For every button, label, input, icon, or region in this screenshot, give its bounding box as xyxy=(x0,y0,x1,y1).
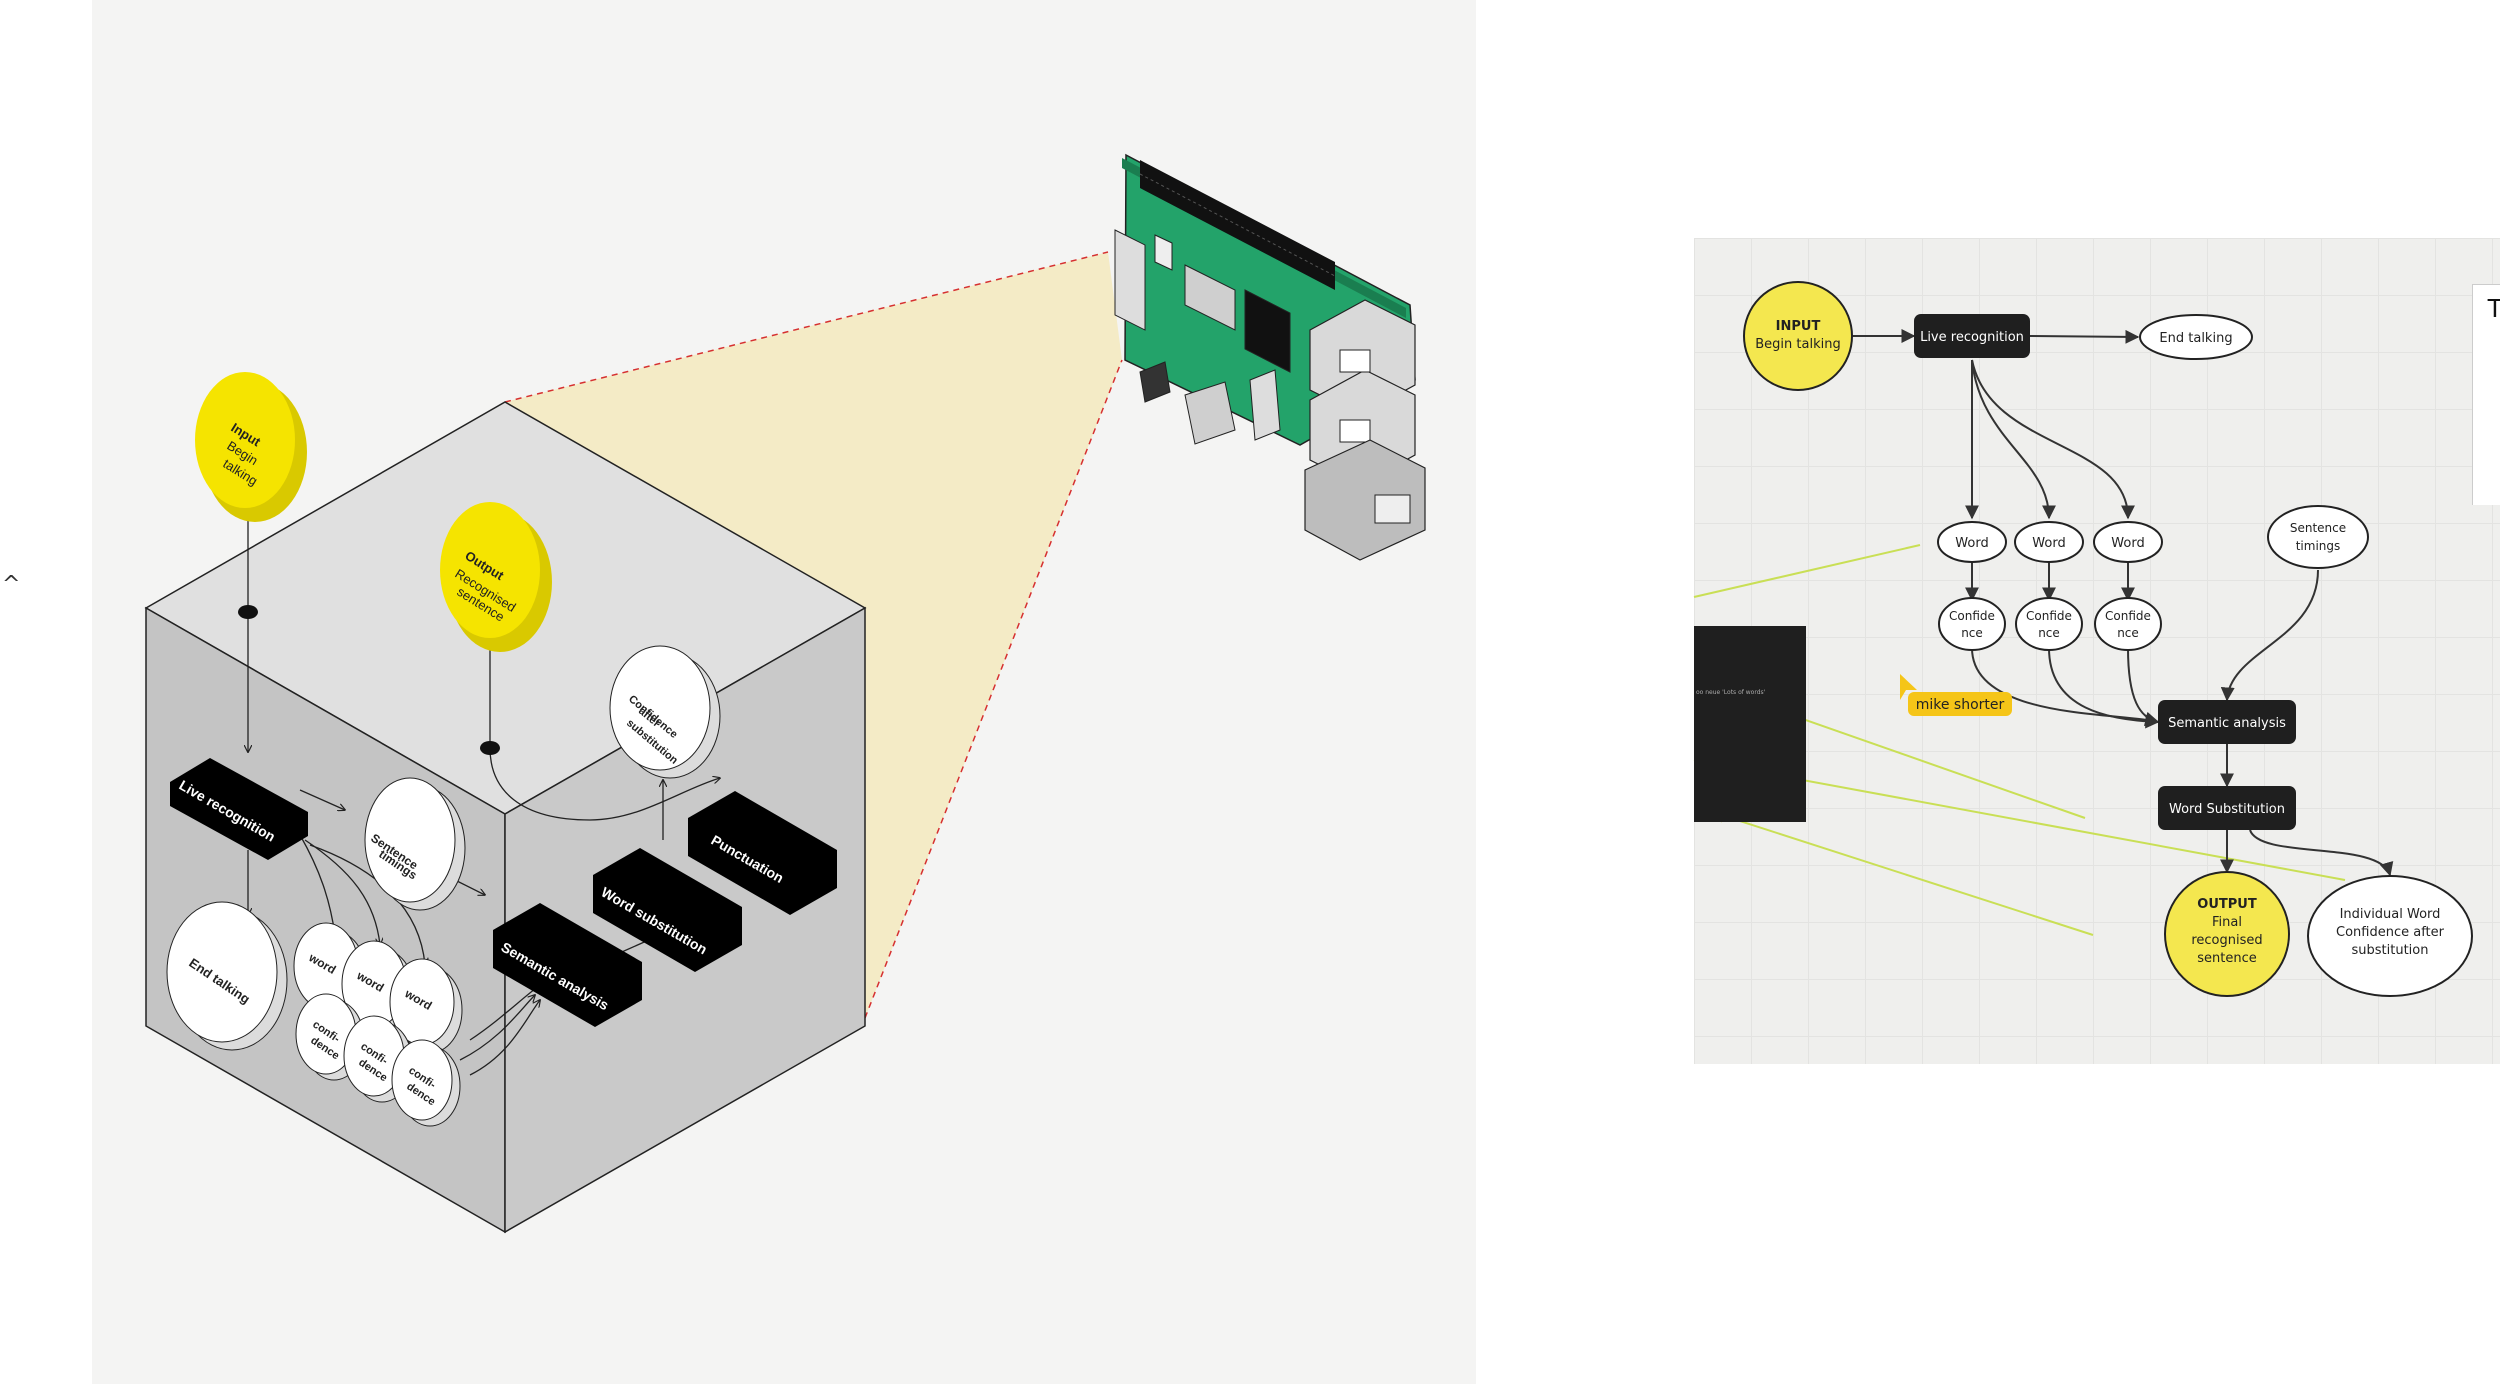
fc-confidence-1[interactable]: Confide nce xyxy=(1938,597,2006,651)
fc-sentence-timings-a: Sentence xyxy=(2290,521,2346,535)
iso-confidence-1[interactable]: confi- dence xyxy=(295,993,365,1081)
ethernet-port-icon xyxy=(1304,439,1426,561)
collaborator-cursor: mike shorter xyxy=(1900,674,2012,716)
flowchart-frame[interactable] xyxy=(1694,238,2500,1064)
iso-sentence-timings[interactable]: Sentence timings xyxy=(364,777,466,911)
cursor-user-label: mike shorter xyxy=(1916,697,2005,713)
fc-end-talking-label: End talking xyxy=(2159,331,2232,346)
fc-sentence-timings[interactable]: Sentence timings xyxy=(2267,505,2369,569)
raspberry-pi-illustration xyxy=(1114,153,1426,561)
fc-sentence-timings-b: timings xyxy=(2296,539,2341,553)
fc-live-recognition-label: Live recognition xyxy=(1920,330,2024,345)
offscreen-card-letter: T xyxy=(2487,293,2500,323)
usb-ports-icon xyxy=(1309,299,1416,486)
fc-word-1[interactable]: Word xyxy=(1937,521,2007,563)
fc-end-talking[interactable]: End talking xyxy=(2139,314,2253,360)
fc-semantic-analysis-label: Semantic analysis xyxy=(2168,716,2286,731)
fc-word-3[interactable]: Word xyxy=(2093,521,2163,563)
fc-output-sub3: sentence xyxy=(2197,951,2257,966)
dark-card-text: oo neue 'Lots of words' xyxy=(1696,689,1766,696)
fc-individual-b: Confidence after xyxy=(2336,925,2445,940)
iso-end-talking[interactable]: End talking xyxy=(166,901,288,1051)
input-anchor-dot xyxy=(238,605,258,619)
fc-confidence-1-a: Confide xyxy=(1949,609,1995,623)
fc-confidence-3-a: Confide xyxy=(2105,609,2151,623)
fc-live-recognition[interactable]: Live recognition xyxy=(1914,314,2030,358)
fc-word-2-label: Word xyxy=(2032,536,2065,551)
fc-confidence-2[interactable]: Confide nce xyxy=(2015,597,2083,651)
iso-input-node[interactable]: Input Begin talking xyxy=(195,372,307,522)
collapse-caret-icon[interactable]: ^ xyxy=(2,572,21,597)
fc-individual-confidence[interactable]: Individual Word Confidence after substit… xyxy=(2307,875,2473,997)
fc-word-substitution[interactable]: Word Substitution xyxy=(2158,786,2296,830)
iso-word-3[interactable]: word xyxy=(389,958,463,1054)
output-anchor-dot xyxy=(480,741,500,755)
fc-individual-c: substitution xyxy=(2352,943,2429,958)
fc-confidence-2-b: nce xyxy=(2038,626,2060,640)
fc-confidence-1-b: nce xyxy=(1961,626,1983,640)
iso-confidence-3[interactable]: confi- dence xyxy=(391,1039,461,1127)
fc-word-2[interactable]: Word xyxy=(2014,521,2084,563)
fc-confidence-3-b: nce xyxy=(2117,626,2139,640)
cursor-arrow-icon xyxy=(1900,674,1917,700)
fc-confidence-2-a: Confide xyxy=(2026,609,2072,623)
fc-input-title: INPUT xyxy=(1776,319,1821,334)
iso-live-recognition[interactable]: Live recognition xyxy=(170,758,308,860)
fc-word-1-label: Word xyxy=(1955,536,1988,551)
fc-word-substitution-label: Word Substitution xyxy=(2169,802,2285,817)
fc-output-node[interactable]: OUTPUT Final recognised sentence xyxy=(2164,871,2290,997)
fc-word-3-label: Word xyxy=(2111,536,2144,551)
fc-input-node[interactable]: INPUT Begin talking xyxy=(1743,281,1853,391)
fc-output-title: OUTPUT xyxy=(2197,897,2257,912)
iso-output-node[interactable]: Output Recognised sentence xyxy=(440,502,552,652)
gpio-header-icon xyxy=(1139,160,1336,290)
fc-input-sub: Begin talking xyxy=(1755,337,1840,352)
annotation-line-1 xyxy=(1693,544,1921,598)
fc-output-sub1: Final xyxy=(2212,915,2242,930)
flowchart: oo neue 'Lots of words' INPUT Begin talk… xyxy=(1693,281,2473,997)
offscreen-text-card[interactable]: T xyxy=(2472,284,2500,505)
dark-preview-card[interactable]: oo neue 'Lots of words' xyxy=(1694,626,1806,822)
fc-output-sub2: recognised xyxy=(2191,933,2262,948)
iso-confidence-after-substitution[interactable]: Confidence after substitution xyxy=(609,645,721,779)
annotation-arrow-2 xyxy=(1710,809,2094,936)
fc-confidence-3[interactable]: Confide nce xyxy=(2094,597,2162,651)
fc-individual-a: Individual Word xyxy=(2340,907,2441,922)
iso-punctuation[interactable]: Punctuation xyxy=(688,791,837,915)
fc-semantic-analysis[interactable]: Semantic analysis xyxy=(2158,700,2296,744)
